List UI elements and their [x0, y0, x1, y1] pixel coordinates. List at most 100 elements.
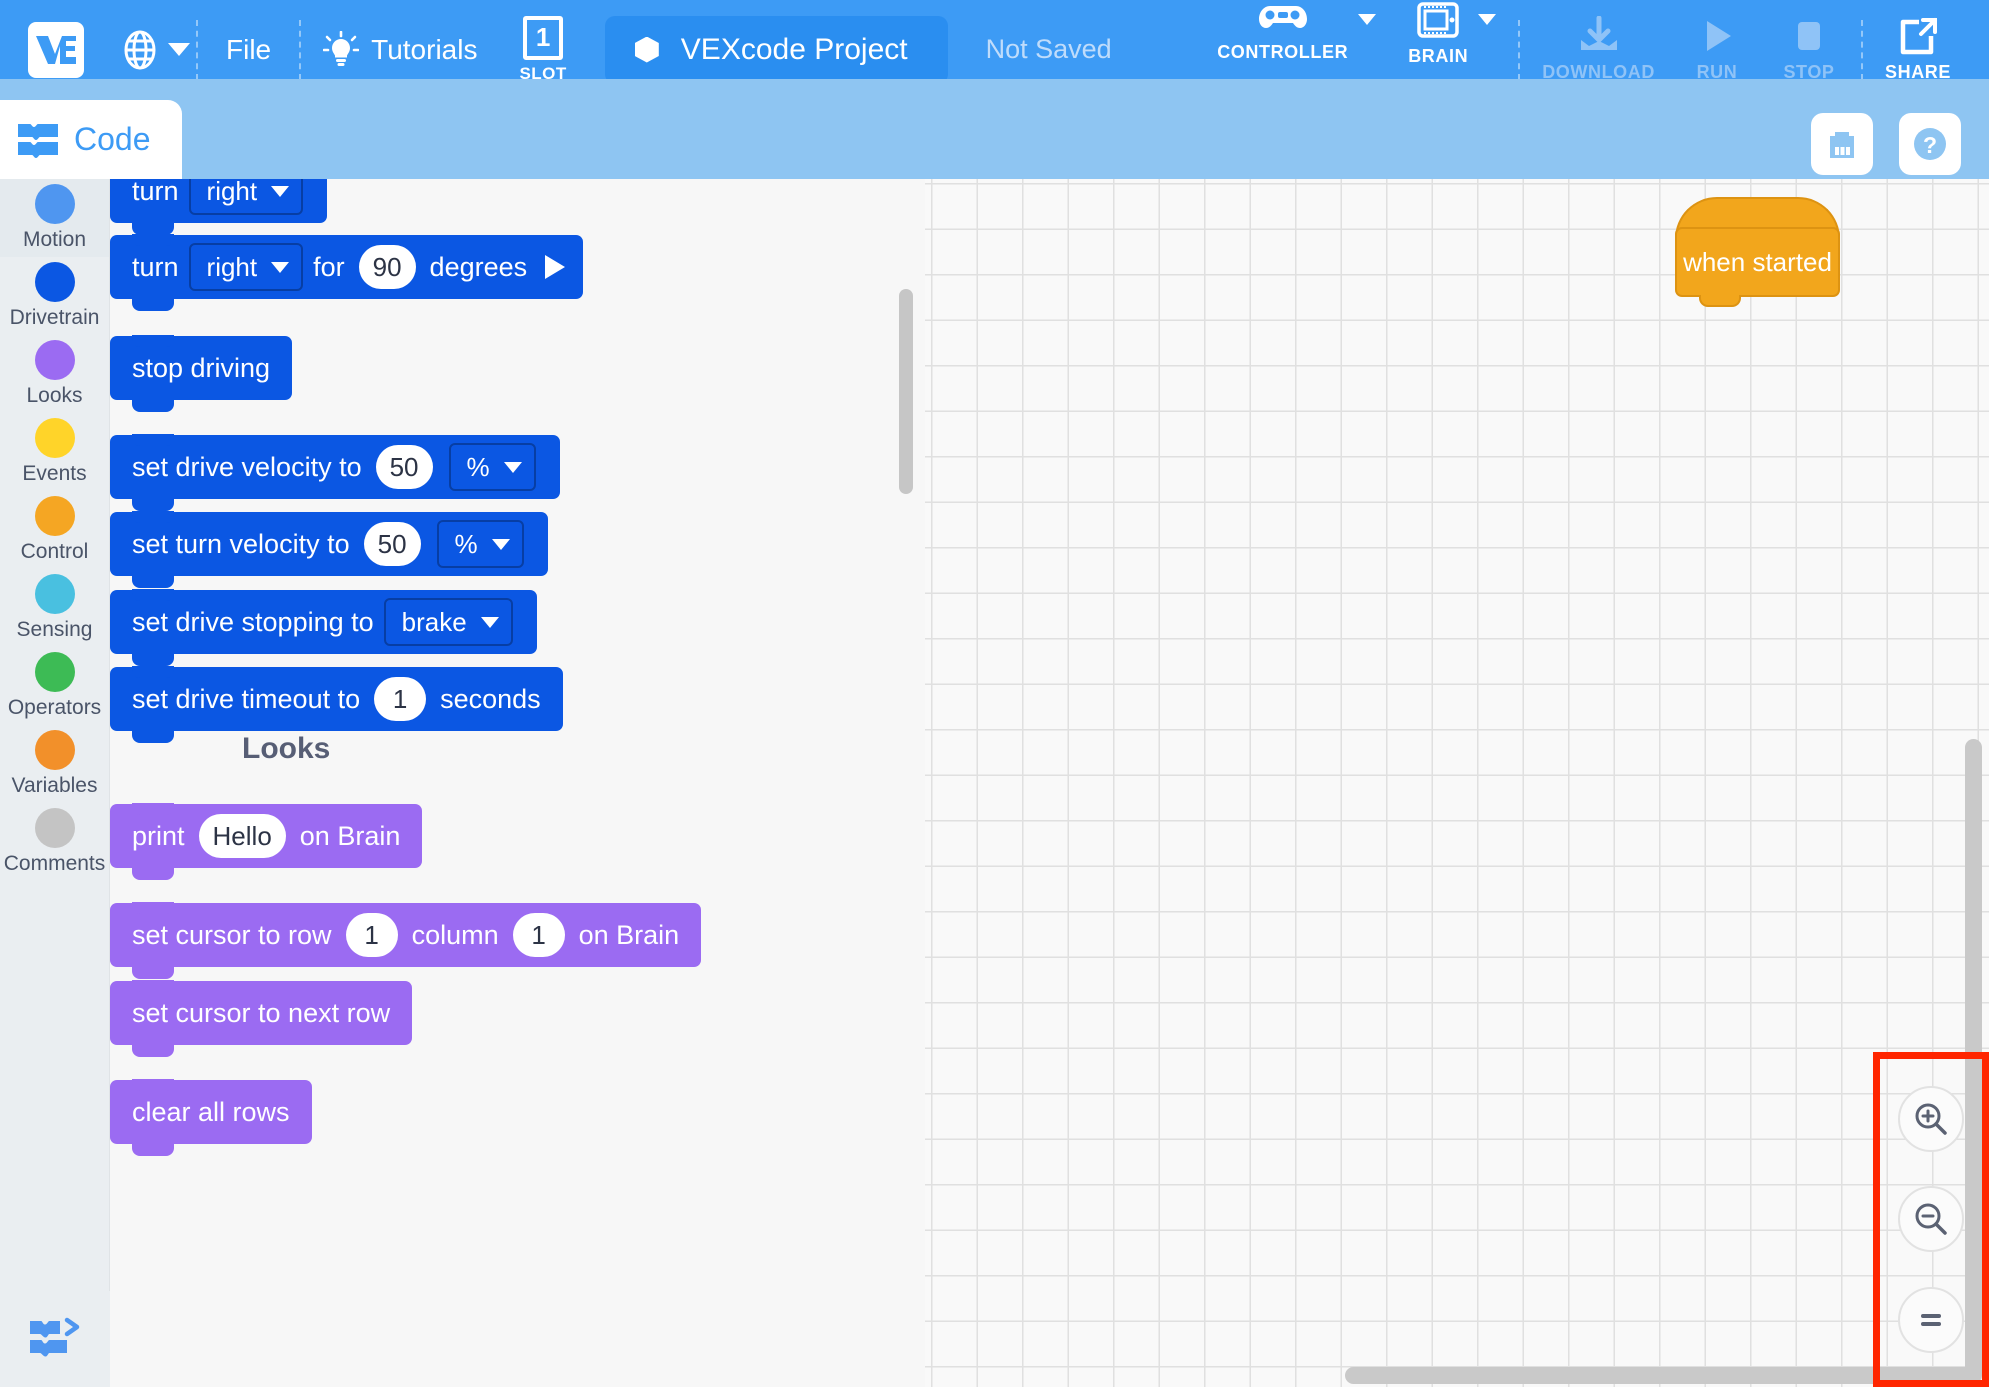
workspace-horizontal-scrollbar[interactable] — [1345, 1367, 1975, 1384]
toolbar-divider — [1518, 19, 1521, 80]
when-started-label: when started — [1675, 227, 1840, 297]
sidebar-item-motion[interactable]: Motion — [0, 179, 109, 257]
zoom-out-button[interactable] — [1898, 1186, 1964, 1253]
category-color-dot — [34, 418, 75, 458]
block-label: seconds — [440, 683, 541, 714]
project-name-field[interactable]: VEXcode Project — [604, 15, 948, 84]
block-label: set drive timeout to — [132, 683, 361, 714]
tutorials-button[interactable]: Tutorials — [307, 30, 493, 69]
block-dropdown[interactable]: right — [188, 179, 304, 215]
block-dropdown-value: brake — [401, 606, 467, 637]
sidebar-item-comments[interactable]: Comments — [0, 803, 109, 881]
controller-button[interactable]: CONTROLLER — [1201, 0, 1392, 99]
zoom-controls-highlight — [1873, 1052, 1989, 1387]
monitor-console-button[interactable] — [1811, 113, 1873, 175]
hexagon-icon — [634, 36, 659, 63]
vex-v5-logo-icon[interactable] — [28, 21, 84, 78]
stop-button[interactable]: STOP — [1763, 0, 1855, 99]
block-input-field[interactable]: Hello — [198, 814, 286, 858]
category-color-dot — [34, 652, 75, 692]
chevron-down-icon — [503, 461, 522, 473]
category-color-dot — [34, 496, 75, 536]
run-button[interactable]: RUN — [1671, 0, 1763, 99]
lightbulb-icon — [323, 30, 360, 66]
category-color-dot — [34, 574, 75, 614]
chevron-down-icon — [1358, 14, 1377, 25]
block-turn-right[interactable]: turn right — [110, 179, 328, 235]
block-set-drive-timeout[interactable]: set drive timeout to 1 seconds — [110, 666, 563, 743]
equals-icon — [1921, 1313, 1941, 1326]
block-when-started[interactable]: when started — [1675, 197, 1845, 307]
controller-label: CONTROLLER — [1217, 42, 1349, 62]
secondary-toolbar: Code ? — [0, 79, 1989, 179]
block-dropdown[interactable]: % — [436, 520, 524, 568]
sidebar-item-label: Comments — [3, 852, 106, 875]
block-label: turn — [132, 251, 179, 282]
category-color-dot — [34, 184, 75, 224]
chevron-down-icon — [271, 185, 290, 197]
block-input-field[interactable]: 1 — [345, 913, 398, 957]
sidebar-item-control[interactable]: Control — [0, 491, 109, 569]
sidebar-item-label: Events — [22, 462, 87, 485]
block-dropdown-value: % — [466, 451, 490, 482]
block-label: set cursor to next row — [132, 997, 391, 1028]
sidebar-item-label: Motion — [22, 228, 87, 251]
sidebar-item-sensing[interactable]: Sensing — [0, 569, 109, 647]
switch-to-text-button[interactable] — [0, 1291, 110, 1387]
chevron-down-icon — [1478, 14, 1497, 25]
brain-button[interactable]: BRAIN — [1392, 0, 1512, 99]
share-button[interactable]: SHARE — [1869, 0, 1967, 99]
brain-monitor-icon — [1830, 132, 1854, 158]
block-label: print — [132, 820, 185, 851]
block-input-field[interactable]: 90 — [358, 245, 416, 289]
magnifier-minus-icon — [1915, 1203, 1947, 1236]
block-stop-driving[interactable]: stop driving — [110, 335, 293, 412]
blocks-to-text-icon — [30, 1317, 80, 1357]
brain-icon — [1417, 2, 1459, 38]
block-dropdown[interactable]: % — [448, 443, 536, 491]
block-input-field[interactable]: 1 — [512, 913, 565, 957]
download-button[interactable]: DOWNLOAD — [1526, 0, 1671, 99]
chevron-down-icon — [491, 538, 510, 550]
block-clear-all-rows[interactable]: clear all rows — [110, 1079, 312, 1156]
language-selector[interactable] — [120, 30, 190, 70]
workspace-vertical-scrollbar[interactable] — [1965, 739, 1982, 1384]
tutorials-label: Tutorials — [371, 33, 478, 65]
project-name: VEXcode Project — [680, 32, 908, 66]
code-workspace[interactable]: when started — [925, 179, 1989, 1387]
magnifier-plus-icon — [1915, 1103, 1947, 1135]
sidebar-item-operators[interactable]: Operators — [0, 647, 109, 725]
tab-code[interactable]: Code — [0, 100, 182, 179]
run-label: RUN — [1696, 62, 1738, 82]
help-button[interactable]: ? — [1899, 113, 1961, 175]
sidebar-item-drivetrain[interactable]: Drivetrain — [0, 257, 109, 335]
zoom-reset-button[interactable] — [1898, 1286, 1964, 1353]
sidebar-item-looks[interactable]: Looks — [0, 335, 109, 413]
block-set-cursor-next-row[interactable]: set cursor to next row — [110, 980, 413, 1057]
sidebar-item-events[interactable]: Events — [0, 413, 109, 491]
block-input-field[interactable]: 50 — [375, 445, 433, 489]
block-run-arrow-icon[interactable] — [545, 255, 566, 279]
block-label: for — [313, 251, 345, 282]
sidebar-item-variables[interactable]: Variables — [0, 725, 109, 803]
slot-selector-button[interactable]: 1 SLOT — [519, 11, 570, 84]
block-label: turn — [132, 179, 179, 206]
sidebar-item-label: Sensing — [16, 618, 93, 641]
block-dropdown[interactable]: right — [188, 243, 304, 291]
block-input-field[interactable]: 1 — [374, 677, 427, 721]
file-menu-button[interactable]: File — [226, 33, 272, 65]
block-dropdown[interactable]: brake — [383, 598, 513, 646]
zoom-in-button[interactable] — [1898, 1086, 1964, 1153]
stop-label: STOP — [1783, 62, 1835, 82]
palette-scrollbar[interactable] — [899, 289, 913, 494]
block-input-field[interactable]: 50 — [363, 522, 421, 566]
play-icon — [1706, 21, 1731, 51]
category-color-dot — [34, 730, 75, 770]
